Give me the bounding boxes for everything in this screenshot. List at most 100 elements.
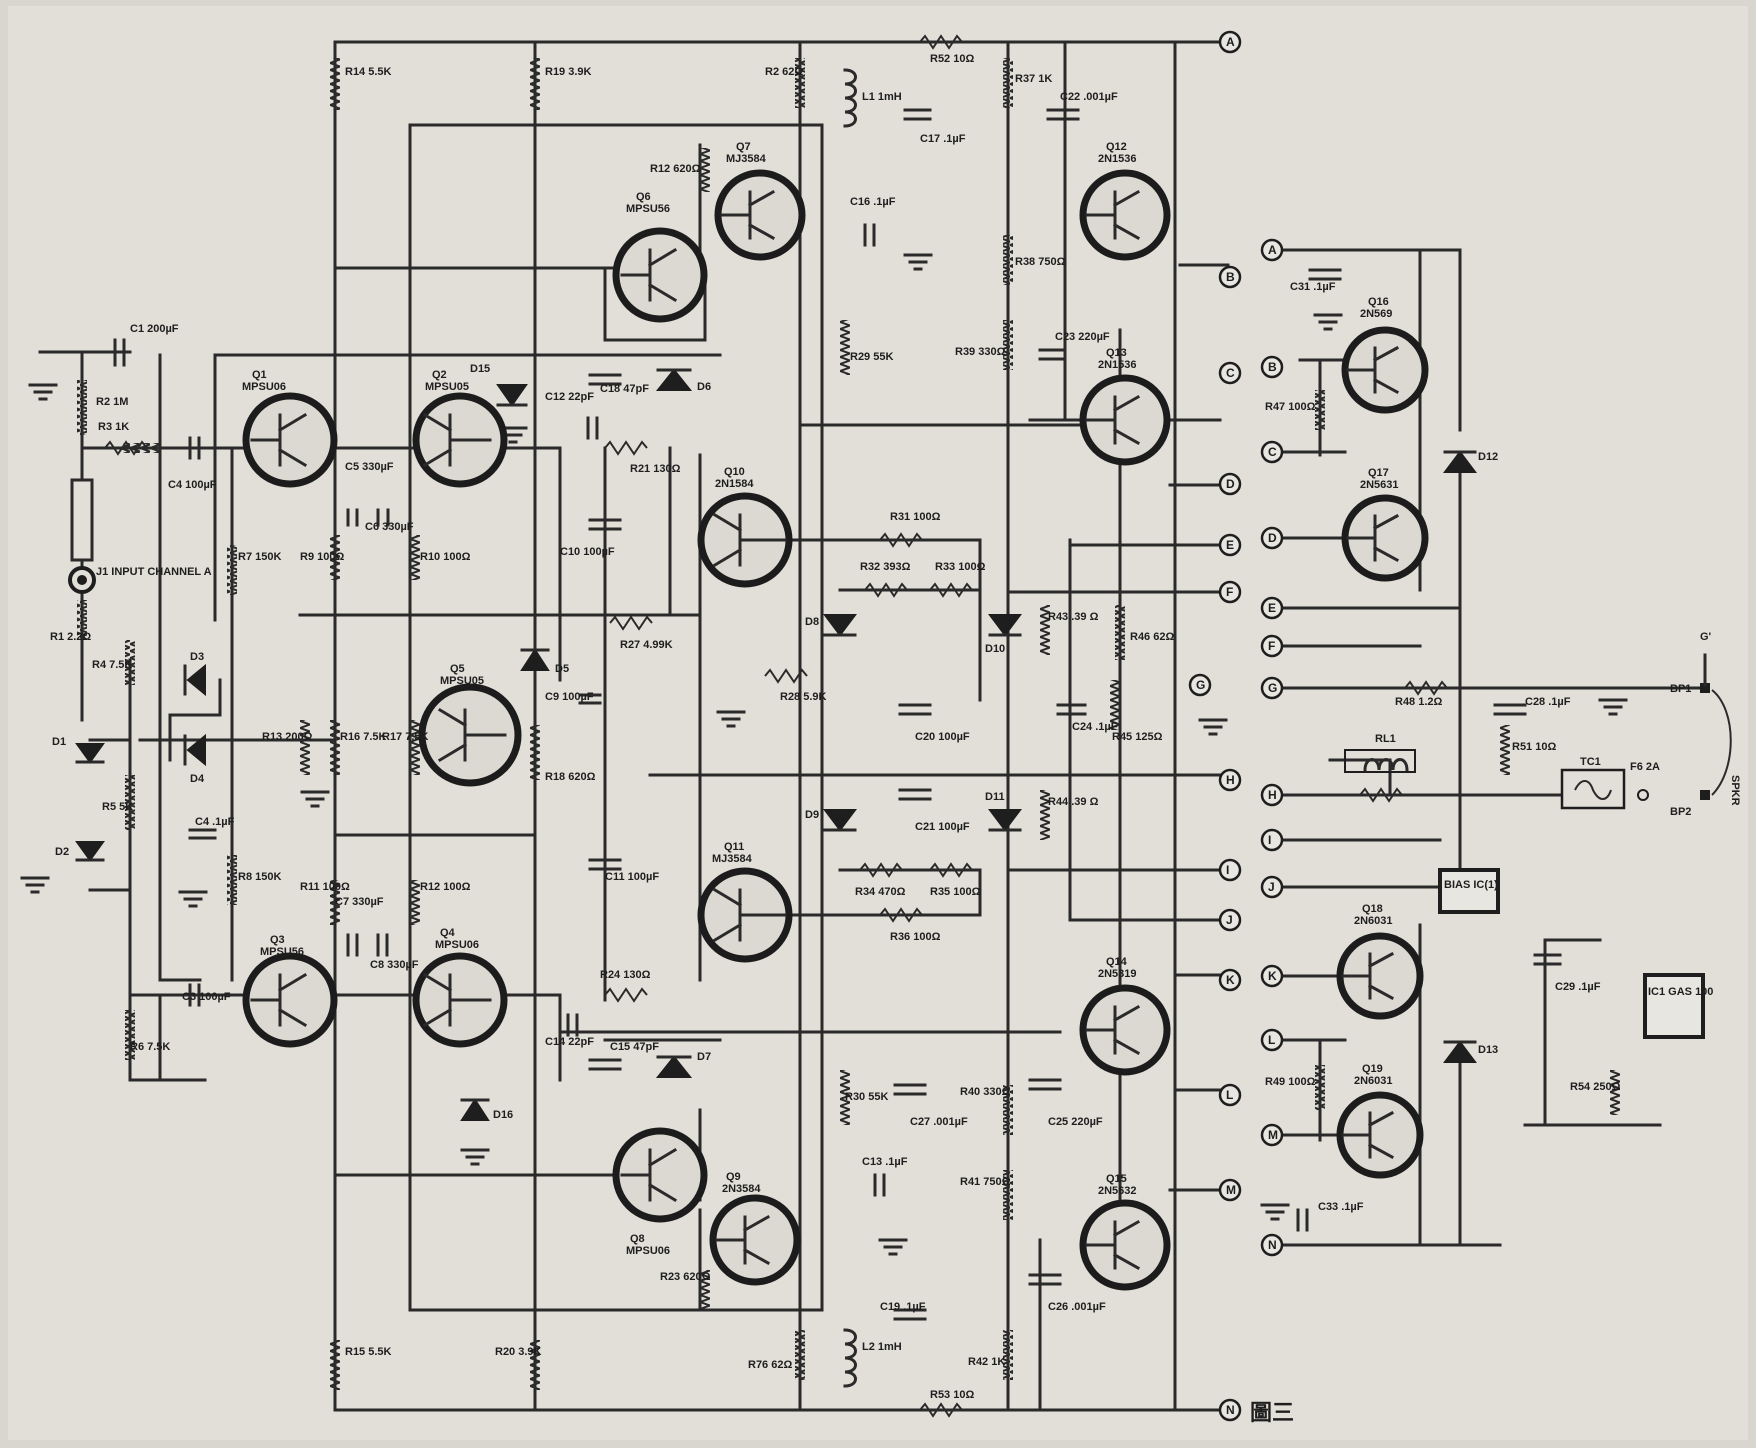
label-q7-type: MJ3584 [726,153,767,165]
label-r40: R40 330Ω [960,1086,1011,1098]
terminal-letter: A [1226,35,1235,49]
label-r34: R34 470Ω [855,886,906,898]
label-q13: Q13 [1106,347,1127,359]
label-r30: R30 55K [845,1091,888,1103]
terminal-letter: E [1226,538,1234,552]
label-r3: R3 1K [98,421,129,433]
label-c9: C9 100µF [545,691,594,703]
terminal-b-right: B [1260,355,1284,379]
terminal-letter: G [1268,681,1277,695]
label-q15: Q15 [1106,1173,1127,1185]
label-q6-type: MPSU56 [626,203,670,215]
label-q18-type: 2N6031 [1354,915,1393,927]
label-c33: C33 .1µF [1318,1201,1364,1213]
label-r35: R35 100Ω [930,886,981,898]
label-r49: R49 100Ω [1265,1076,1316,1088]
modules [1344,653,1732,1039]
label-r17: R17 7.5K [382,731,429,743]
ic1-box [1643,973,1705,1039]
label-r45: R45 125Ω [1112,731,1163,743]
paper [8,6,1748,1440]
label-q10-type: 2N1584 [715,478,754,490]
label-c23: C23 220µF [1055,331,1110,343]
label-r15: R15 5.5K [345,1346,392,1358]
terminal-letter: M [1268,1128,1278,1142]
terminal-letter: C [1226,366,1235,380]
label-q19: Q19 [1362,1063,1383,1075]
terminal-letter: G [1196,678,1205,692]
terminal-a: A [1218,30,1242,54]
terminal-letter: J [1226,913,1233,927]
label-c29: C29 .1µF [1555,981,1601,993]
terminal-letter: N [1226,1403,1235,1417]
label-r6: R6 7.5K [130,1041,170,1053]
label-q5-type: MPSU05 [440,675,484,687]
terminal-letter: I [1226,863,1229,877]
transistor-q1 [242,392,338,488]
label-r13: R13 200Ω [262,731,313,743]
transistor-q14 [1079,984,1171,1076]
terminal-l-right: L [1260,1028,1284,1052]
transistor-q8 [612,1127,708,1223]
terminal-i: I [1218,858,1242,882]
terminal-letter: M [1226,1183,1236,1197]
label-r18: R18 620Ω [545,771,596,783]
label-q2-type: MPSU05 [425,381,469,393]
label-c19: C19 .1µF [880,1301,926,1313]
label-d11: D11 [985,791,1005,803]
label-d15: D15 [470,363,490,375]
label-q6: Q6 [636,191,651,203]
terminal-e: E [1218,533,1242,557]
terminal-letter: I [1268,833,1271,847]
label-q14-type: 2N5319 [1098,968,1137,980]
label-r31: R31 100Ω [890,511,941,523]
resistors [77,34,1620,1418]
label-q11-type: MJ3584 [712,853,753,865]
terminal-letter: A [1268,243,1277,257]
label-c16: C16 .1µF [850,196,896,208]
transistor-q19 [1336,1091,1424,1179]
label-c6: C6 330µF [365,521,414,533]
terminal-l: L [1218,1083,1242,1107]
label-r37: R37 1K [1015,73,1052,85]
terminal-letter: D [1226,477,1235,491]
terminal-letter: J [1268,880,1275,894]
terminal-d: D [1218,472,1242,496]
terminal-letter: B [1226,270,1235,284]
label-bp1: BP1 [1670,683,1691,695]
label-c5: C5 330µF [345,461,394,473]
terminal-letter: E [1268,601,1276,615]
label-r16: R16 7.5K [340,731,387,743]
label-q19-type: 2N6031 [1354,1075,1393,1087]
label-q3-type: MPSU56 [260,946,304,958]
transistor-q6 [612,227,708,323]
terminal-h-right: H [1260,783,1284,807]
label-d5: D5 [555,663,569,675]
label-c4b: C4 .1µF [195,816,235,828]
label-r39: R39 330Ω [955,346,1006,358]
label-r51: R51 10Ω [1512,741,1556,753]
label-q13-type: 2N1536 [1098,359,1137,371]
terminal-letter: K [1226,973,1235,987]
label-d3: D3 [190,651,204,663]
label-g-prime: G' [1700,631,1712,643]
label-r4: R4 7.5K [92,659,132,671]
label-c1: C1 200µF [130,323,179,335]
label-r2: R2 1M [96,396,128,408]
terminal-f-right: F [1260,634,1284,658]
label-c26: C26 .001µF [1048,1301,1106,1313]
label-c14: C14 22pF [545,1036,594,1048]
terminal-g: G [1188,673,1212,697]
label-r11: R11 100Ω [300,881,350,893]
transistor-q12 [1079,169,1171,261]
label-q5: Q5 [450,663,465,675]
label-q11: Q11 [724,841,744,853]
label-c7: C7 330µF [335,896,384,908]
label-r43: R43 .39 Ω [1048,611,1099,623]
label-c31: C31 .1µF [1290,281,1336,293]
label-q2: Q2 [432,369,447,381]
label-d16: D16 [493,1109,513,1121]
terminal-letter: L [1268,1033,1275,1047]
label-d8: D8 [805,616,819,628]
